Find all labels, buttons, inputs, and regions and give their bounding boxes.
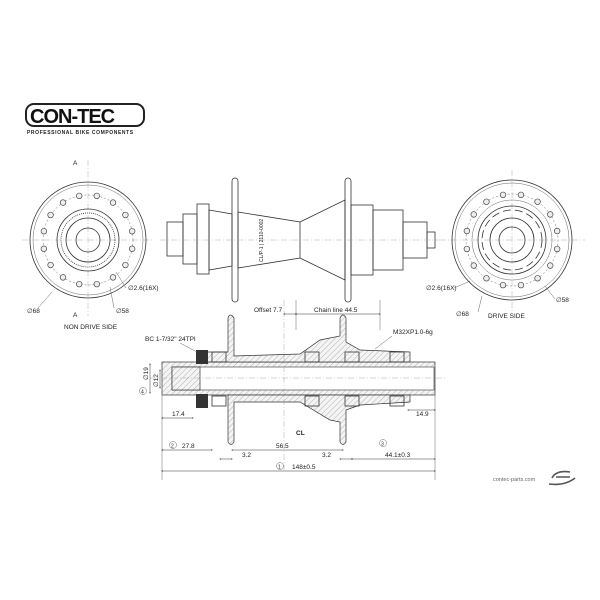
logo-text: CON-TEC — [30, 106, 115, 128]
centerline-label: CL — [296, 430, 305, 437]
spoke-hole — [553, 245, 561, 253]
spoke-hole — [47, 211, 54, 219]
offset-dimension: Offset 7.7 — [254, 307, 282, 314]
dim-44-1: 44.1±0.3 — [385, 452, 411, 459]
spoke-hole — [93, 192, 100, 200]
hub-marking-text: CL/P-1 | 2110-0002 — [259, 219, 265, 262]
dim-3-2-left: 3.2 — [242, 452, 251, 459]
contec-logo: CON-TEC PROFESSIONAL BIKE COMPONENTS — [25, 103, 145, 136]
spoke-hole — [463, 227, 471, 235]
spoke-hole — [547, 211, 554, 218]
spoke-hole — [128, 245, 136, 252]
thread-spec: M32XP1.0-6g — [393, 329, 433, 336]
bc-thread-spec: BC 1-7/32" 24TPI — [145, 336, 196, 343]
dim-56-5: 56.5 — [276, 443, 289, 450]
callout-1: 1 — [278, 465, 281, 471]
drive-side-label: DRIVE SIDE — [488, 313, 526, 320]
spoke-hole — [93, 280, 100, 288]
pcd-label: ∅58 — [556, 297, 569, 304]
spoke-hole — [483, 275, 490, 282]
hole-label: ∅2.6(16X) — [426, 285, 457, 292]
dim-3-2-right: 3.2 — [322, 452, 331, 459]
footer: contec-parts.com — [493, 470, 576, 486]
spoke-hole — [517, 191, 525, 199]
flange-dia-label: ∅68 — [27, 308, 40, 315]
dia-12-dimension: ∅12 — [153, 374, 160, 387]
drive-side-view: DRIVE SIDE ∅2.6(16X) ∅58 ∅68 — [426, 170, 585, 320]
spoke-hole — [128, 228, 136, 235]
spoke-hole — [534, 275, 541, 282]
spoke-hole — [122, 211, 129, 219]
spoke-hole — [534, 198, 541, 205]
callout-2: 2 — [171, 444, 174, 450]
spoke-hole — [483, 198, 490, 205]
dim-17-4: 17.4 — [172, 411, 185, 418]
logo-tagline: PROFESSIONAL BIKE COMPONENTS — [27, 130, 134, 136]
dia-19-dimension: ∅19 — [143, 367, 150, 380]
spoke-hole — [547, 262, 554, 269]
spoke-hole — [40, 228, 48, 235]
dim-148: 148±0.5 — [292, 464, 316, 471]
spoke-hole — [499, 191, 507, 199]
ct-logo-mark — [548, 470, 576, 486]
section-marker-bottom: A — [73, 312, 78, 319]
spoke-hole — [470, 262, 477, 269]
dim-27-8: 27.8 — [182, 443, 195, 450]
flange-dia-label: ∅68 — [456, 311, 469, 318]
spoke-hole — [470, 211, 477, 218]
section-marker-top: A — [73, 160, 78, 167]
spoke-hole — [499, 281, 507, 289]
spoke-hole — [76, 192, 83, 200]
spoke-hole — [122, 261, 129, 269]
spoke-hole — [47, 261, 54, 269]
website-text: contec-parts.com — [493, 477, 536, 483]
callout-3: 3 — [381, 442, 384, 448]
hub-cross-section: Offset 7.7 Chain line 44.5 M32XP1.0-6g B… — [139, 300, 445, 480]
dim-14-9: 14.9 — [416, 411, 429, 418]
hub-side-elevation: CL/P-1 | 2110-0002 — [160, 177, 440, 303]
spoke-hole — [59, 199, 67, 206]
spoke-hole — [109, 199, 117, 206]
pcd-label: ∅58 — [116, 308, 129, 315]
spoke-hole — [517, 281, 525, 289]
spoke-hole — [40, 245, 48, 252]
non-drive-side-view: A A NON DRIVE SIDE ∅2.6(16X) ∅58 ∅68 — [22, 160, 159, 331]
chain-line-dimension: Chain line 44.5 — [314, 307, 358, 314]
spoke-hole — [59, 274, 67, 281]
spoke-hole — [76, 280, 83, 288]
spoke-hole — [553, 227, 561, 235]
spoke-hole — [109, 274, 117, 281]
callout-4: 4 — [141, 390, 144, 396]
hole-label: ∅2.6(16X) — [128, 285, 159, 292]
spoke-hole — [463, 245, 471, 253]
non-drive-side-label: NON DRIVE SIDE — [64, 324, 118, 331]
